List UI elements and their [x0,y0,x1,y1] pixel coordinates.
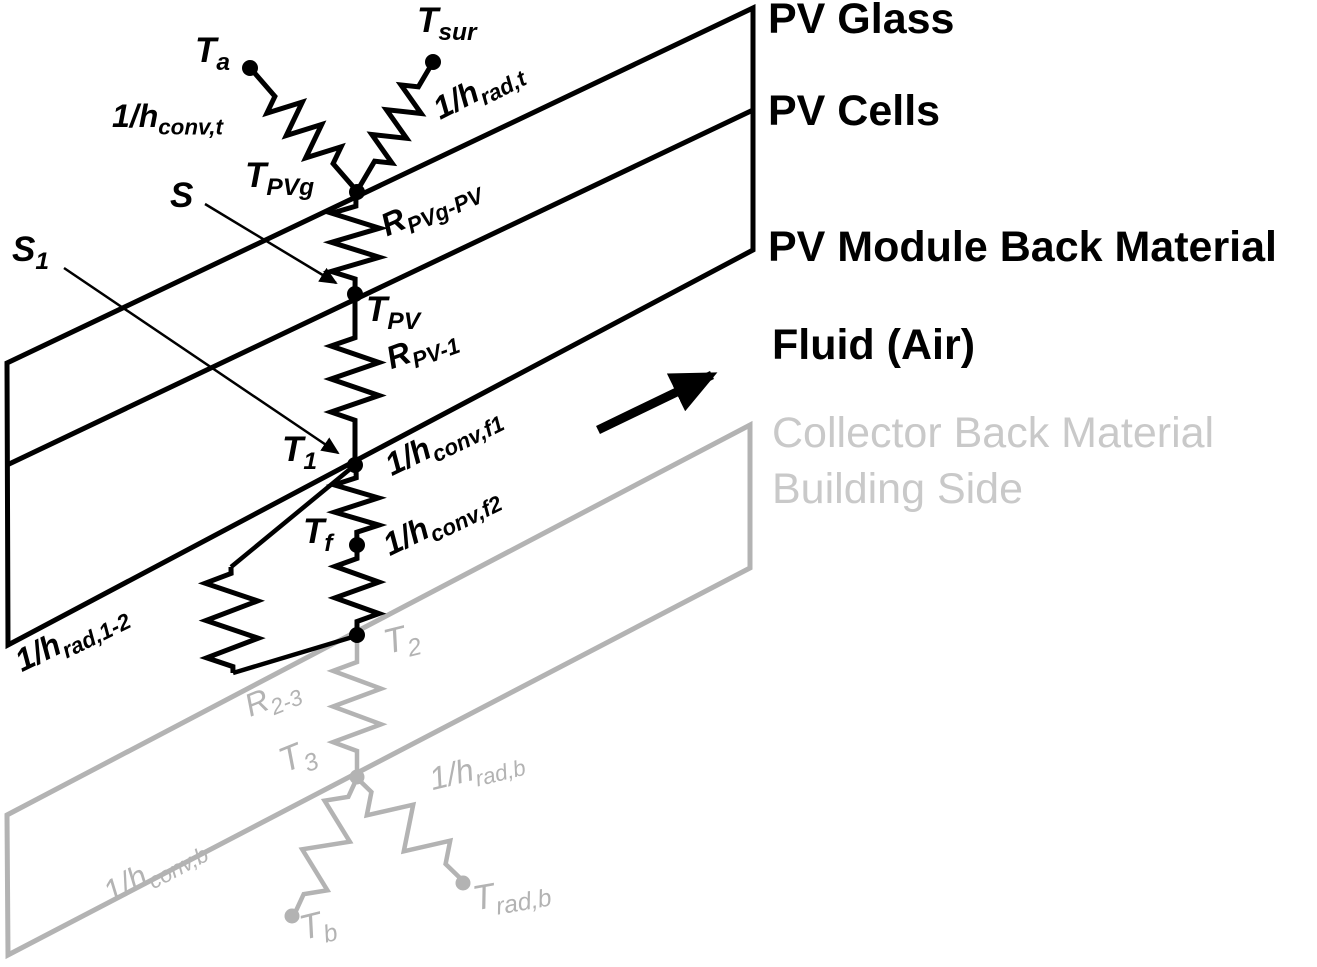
label-t-f: Tf [303,512,333,558]
node-ta-dot [242,60,258,76]
layer-label-collector-back: Collector Back Material [772,409,1215,457]
node-tsur-dot [425,54,441,70]
pv-cells-layer-line [5,107,755,468]
resistor-h-conv-t [250,68,358,192]
layer-label-pv-cells: PV Cells [768,87,941,135]
collector-back-slab-outline [4,420,753,960]
resistor-r-pv-1 [323,293,387,465]
label-t-a: Ta [195,31,231,77]
label-t-1: T1 [282,430,318,476]
layer-label-building-side: Building Side [772,465,1024,513]
resistor-h-conv-f1 [325,464,388,546]
label-t-pvg: TPVg [245,156,315,202]
label-h-conv-t: 1/hconv,t [112,98,223,140]
layer-label-pv-module-back: PV Module Back Material [768,223,1277,271]
node-tf-dot [349,537,365,553]
resistor-h-rad-b [355,776,462,880]
node-trad-b-dot [455,875,471,891]
rad-1-2-link-top [229,463,357,569]
label-s: S [170,176,194,215]
resistor-h-conv-b [292,777,360,914]
fluid-flow-arrow [596,370,718,435]
layer-label-pv-glass: PV Glass [768,0,955,43]
rad-1-2-link-bottom [232,633,357,676]
resistor-r-pvg-pv [322,191,389,294]
label-t-sur: Tsur [417,1,477,47]
node-tpv-dot [347,286,363,302]
label-t-pv: TPV [366,290,421,336]
resistor-h-rad-t [357,60,436,188]
node-tb-dot [284,908,300,924]
node-tpvg-dot [349,184,365,200]
s1-arrow [63,266,340,455]
s-arrow [204,202,338,285]
resistor-h-rad-1-2 [197,566,266,674]
node-t2-dot [349,627,365,643]
resistor-r-2-3 [326,637,388,776]
resistor-h-conv-f2 [327,545,387,635]
node-t1-dot [347,457,363,473]
layer-label-fluid-air: Fluid (Air) [772,321,976,369]
label-s1: S1 [12,230,49,276]
pv-module-slab-outline [4,4,756,650]
node-t3-dot [349,769,365,785]
